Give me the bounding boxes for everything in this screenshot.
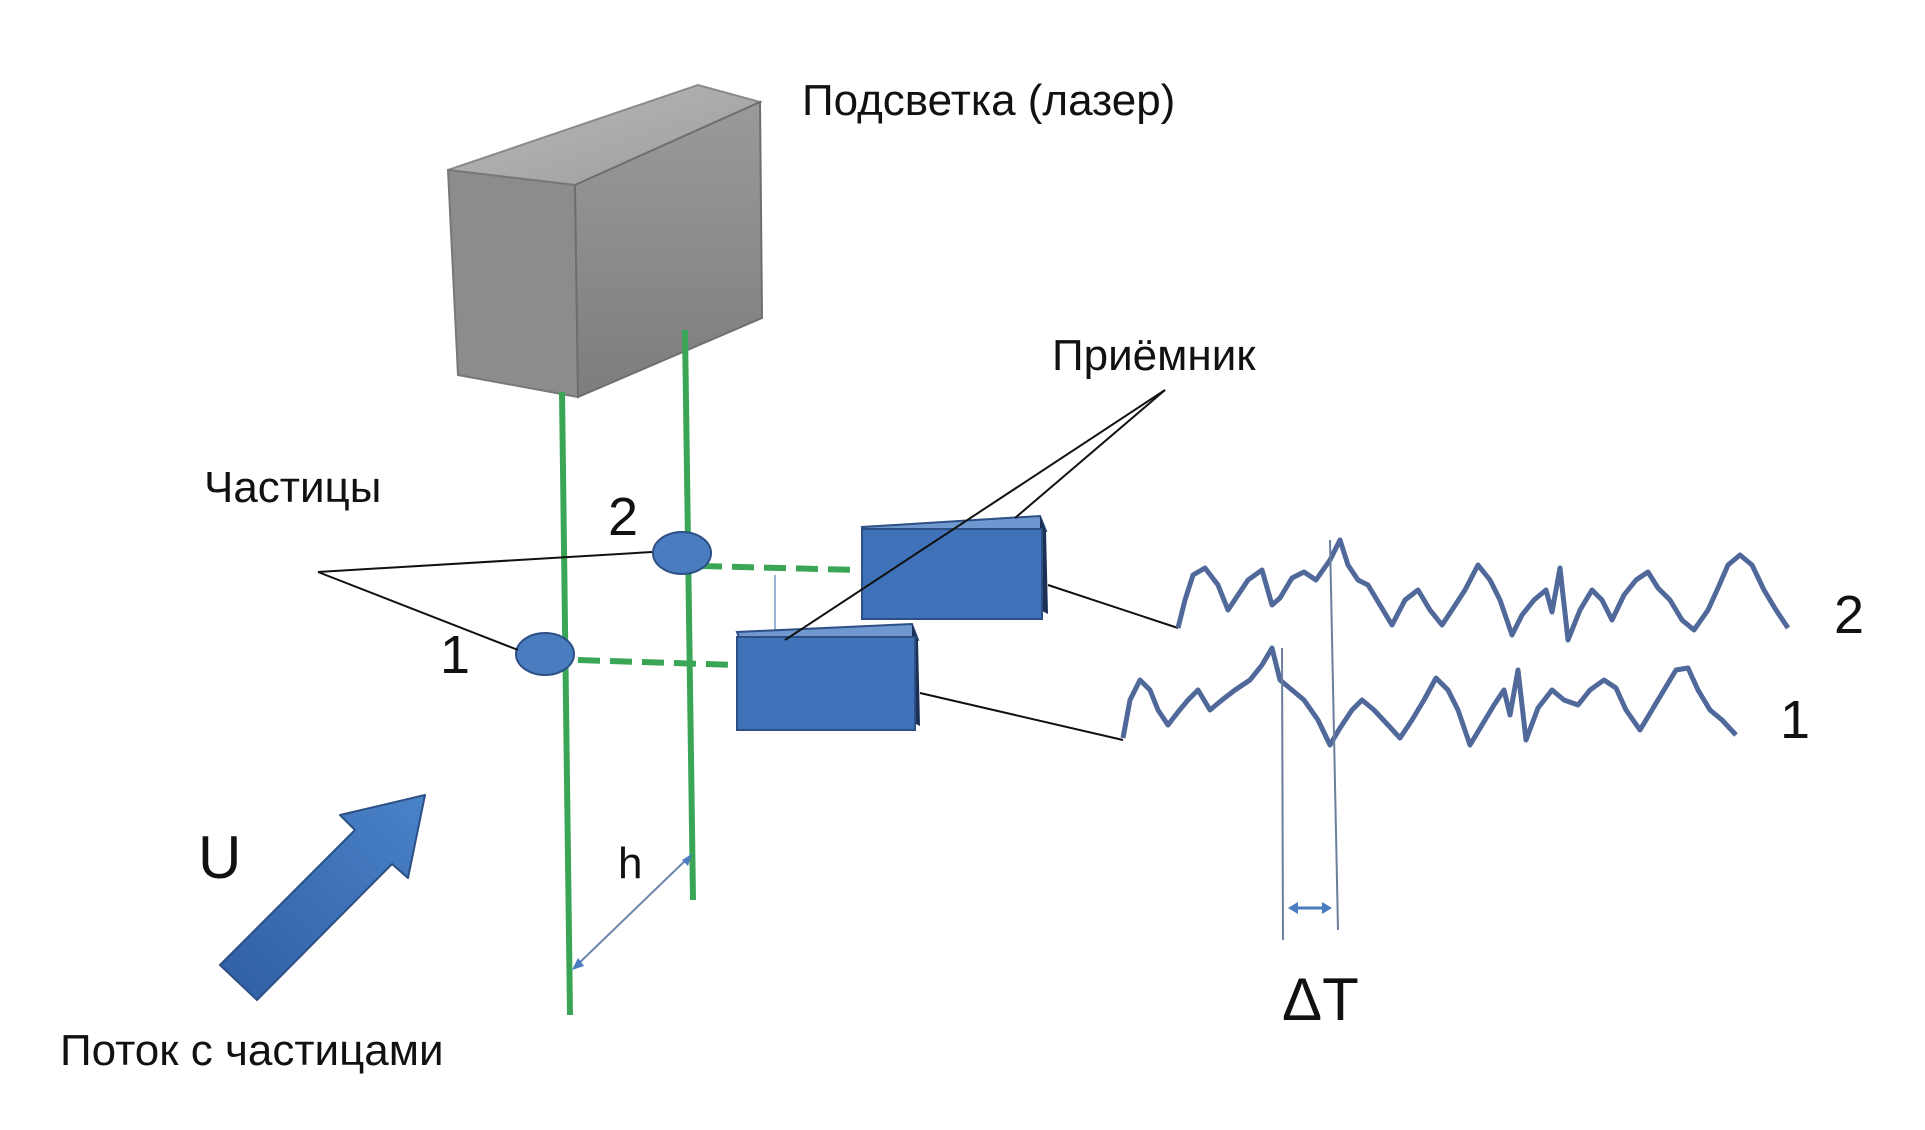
scatter-paths [577,563,861,668]
receiver-leaders [784,389,1166,641]
flow-velocity-label: U [198,824,241,891]
receiver-2 [860,514,1048,620]
particles-leaders [317,551,653,651]
beam-1 [559,391,573,1016]
signal-wires [919,584,1179,741]
time-delay-marker [1281,539,1339,941]
particles-label: Частицы [204,463,381,512]
particle-2 [652,531,712,575]
receiver-1 [735,622,920,731]
particle-2-label: 2 [608,487,638,547]
laser-box [446,83,764,399]
beam-spacing-label: h [618,839,642,888]
particle-1 [515,632,575,676]
signal-trace-2 [1175,537,1791,643]
laser-label: Подсветка (лазер) [802,76,1175,125]
signal-1-label: 1 [1780,690,1810,750]
flow-arrow [219,794,426,1001]
signal-2-label: 2 [1834,585,1864,645]
flow-label: Поток с частицами [60,1026,444,1075]
particle-1-label: 1 [440,625,470,685]
receiver-label: Приёмник [1052,331,1256,380]
scatter-path-2 [699,563,861,573]
beam-2 [682,329,696,901]
spacing-dimension [572,854,692,970]
signal-trace-1 [1120,645,1738,748]
scatter-path-1 [577,657,738,668]
laser-beams [559,329,696,1016]
time-delay-label: ΔT [1282,966,1359,1033]
particles [515,531,712,676]
